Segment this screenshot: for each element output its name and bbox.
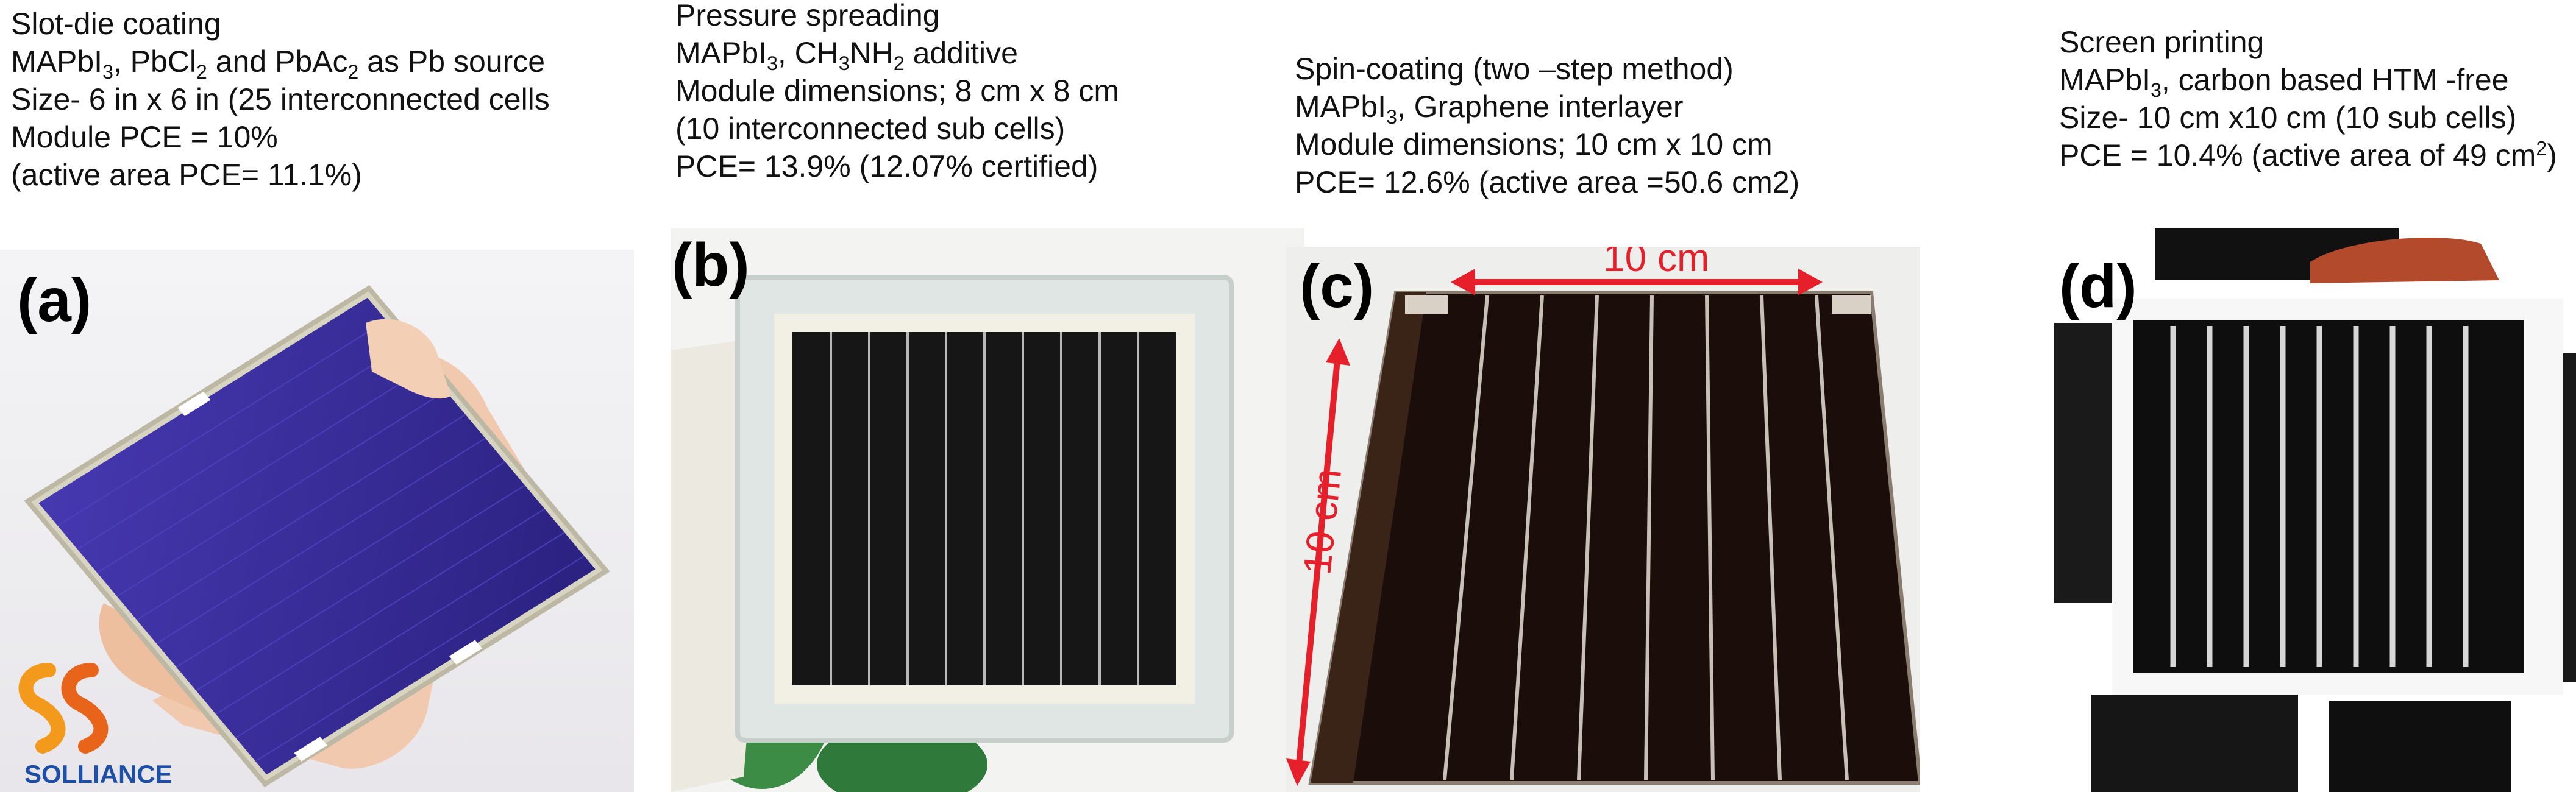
caption-b-line-3: Module dimensions; 8 cm x 8 cm	[675, 74, 1120, 108]
caption-d-line-2: MAPbI3, carbon based HTM -free	[2059, 63, 2509, 101]
caption-a-line-5: (active area PCE= 11.1%)	[11, 158, 362, 192]
caption-c-line-2: MAPbI3, Graphene interlayer	[1295, 90, 1684, 128]
panel-d: Screen printing MAPbI3, carbon based HTM…	[2054, 0, 2576, 792]
caption-b-line-4: (10 interconnected sub cells)	[675, 111, 1066, 146]
photo-spin-coated-module: 10 cm 10 cm (c)	[1286, 247, 1920, 792]
panel-a-tag: (a)	[17, 266, 92, 334]
panel-d-tag: (d)	[2059, 252, 2137, 320]
panel-a: Slot-die coating MAPbI3, PbCl2 and PbAc2…	[0, 0, 634, 792]
caption-c-line-4: PCE= 12.6% (active area =50.6 cm2)	[1295, 165, 1800, 199]
panel-b-tag: (b)	[672, 231, 750, 299]
solliance-logo-icon: SOLLIANCE	[18, 663, 173, 788]
caption-c-line-1: Spin-coating (two –step method)	[1295, 52, 1734, 86]
module-illustration-b	[671, 228, 1304, 792]
panel-b: Pressure spreading MAPbI3, CH3NH2 additi…	[671, 0, 1304, 792]
caption-a: Slot-die coating MAPbI3, PbCl2 and PbAc2…	[11, 5, 550, 194]
width-label: 10 cm	[1603, 247, 1709, 280]
module-illustration-d	[2054, 225, 2576, 792]
panel-c-tag: (c)	[1300, 252, 1375, 320]
photo-slot-die-module: SOLLIANCE (a)	[0, 250, 634, 792]
module-illustration-c: 10 cm 10 cm	[1286, 247, 1920, 792]
caption-d: Screen printing MAPbI3, carbon based HTM…	[2059, 23, 2557, 174]
caption-a-line-3: Size- 6 in x 6 in (25 interconnected cel…	[11, 82, 550, 116]
caption-b: Pressure spreading MAPbI3, CH3NH2 additi…	[675, 0, 1119, 185]
caption-b-line-5: PCE= 13.9% (12.07% certified)	[675, 149, 1098, 183]
caption-d-line-1: Screen printing	[2059, 25, 2265, 59]
caption-d-line-3: Size- 10 cm x10 cm (10 sub cells)	[2059, 101, 2517, 135]
caption-a-line-2: MAPbI3, PbCl2 and PbAc2 as Pb source	[11, 44, 546, 83]
caption-a-line-4: Module PCE = 10%	[11, 120, 278, 154]
caption-a-line-1: Slot-die coating	[11, 7, 221, 41]
caption-c-line-3: Module dimensions; 10 cm x 10 cm	[1295, 127, 1773, 161]
caption-d-line-4: PCE = 10.4% (active area of 49 cm2)	[2059, 137, 2557, 172]
module-illustration-a: SOLLIANCE	[0, 250, 634, 792]
solliance-logo-text: SOLLIANCE	[24, 760, 173, 788]
caption-b-line-1: Pressure spreading	[675, 0, 940, 32]
double-arrow-icon	[1451, 269, 1823, 295]
photo-screen-printed-module: (d)	[2054, 225, 2576, 792]
panel-c: Spin-coating (two –step method) MAPbI3, …	[1286, 0, 1920, 792]
caption-c: Spin-coating (two –step method) MAPbI3, …	[1295, 50, 1799, 201]
photo-pressure-spread-module: (b)	[671, 228, 1304, 792]
caption-b-line-2: MAPbI3, CH3NH2 additive	[675, 36, 1018, 74]
double-arrow-icon	[1286, 338, 1350, 786]
